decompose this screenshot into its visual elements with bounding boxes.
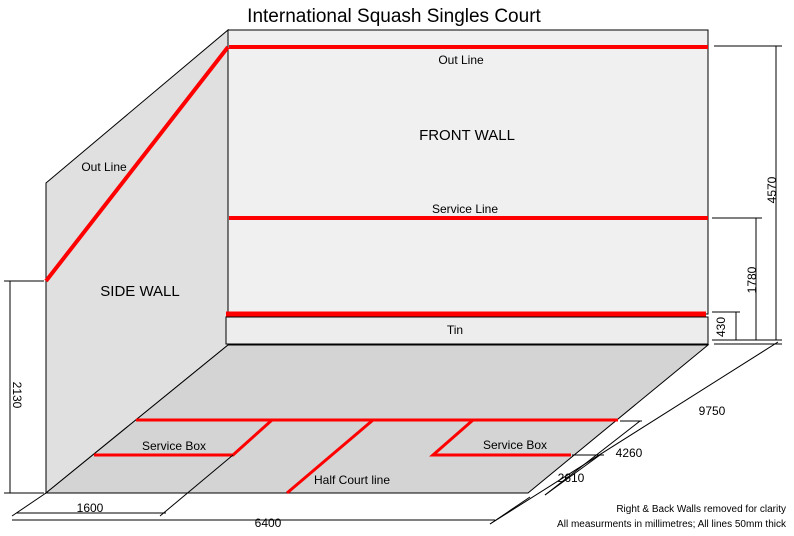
- service-box-right-label: Service Box: [483, 438, 547, 452]
- side-out-line: [44, 45, 230, 283]
- dim-label-430: 430: [714, 317, 728, 337]
- dim-service-line-height: 1780: [712, 217, 762, 340]
- front-out-line-label: Out Line: [438, 53, 484, 67]
- service-line-label: Service Line: [432, 202, 498, 216]
- service-box-right-line: [429, 418, 571, 457]
- dim-label-2130: 2130: [10, 382, 24, 409]
- note-walls-removed: Right & Back Walls removed for clarity: [616, 504, 786, 515]
- side-wall-label: SIDE WALL: [100, 283, 179, 300]
- dim-court-length: 9750: [489, 341, 782, 525]
- dim-label-2610: 2610: [558, 471, 585, 485]
- dim-service-box-depth: 2610: [544, 454, 604, 496]
- dim-label-1600: 1600: [77, 501, 104, 515]
- front-wall: [227, 29, 709, 315]
- dim-label-1780: 1780: [745, 266, 759, 293]
- service-box-left-label: Service Box: [142, 439, 206, 453]
- tin-label: Tin: [447, 323, 463, 337]
- side-out-line-label: Out Line: [81, 160, 127, 174]
- dim-tin-height: 430: [712, 311, 740, 340]
- dim-label-6400: 6400: [255, 516, 282, 530]
- dim-label-4570: 4570: [765, 176, 779, 203]
- tin-board: [225, 316, 709, 345]
- dim-front-wall-height: 4570: [712, 45, 782, 341]
- dim-label-9750: 9750: [699, 404, 726, 418]
- dim-label-4260: 4260: [616, 446, 643, 460]
- note-measurements: All measurments in millimetres; All line…: [557, 519, 787, 530]
- diagram-title: International Squash Singles Court: [247, 6, 541, 27]
- dim-court-width: 6400: [12, 516, 495, 530]
- half-court-line: [286, 418, 374, 495]
- dim-short-line-distance: 4260: [544, 420, 643, 496]
- dim-side-out-line-height: 2130: [4, 280, 44, 494]
- dim-service-box-width: 1600: [11, 454, 234, 517]
- half-court-line-label: Half Court line: [314, 473, 390, 487]
- front-wall-label: FRONT WALL: [419, 127, 515, 144]
